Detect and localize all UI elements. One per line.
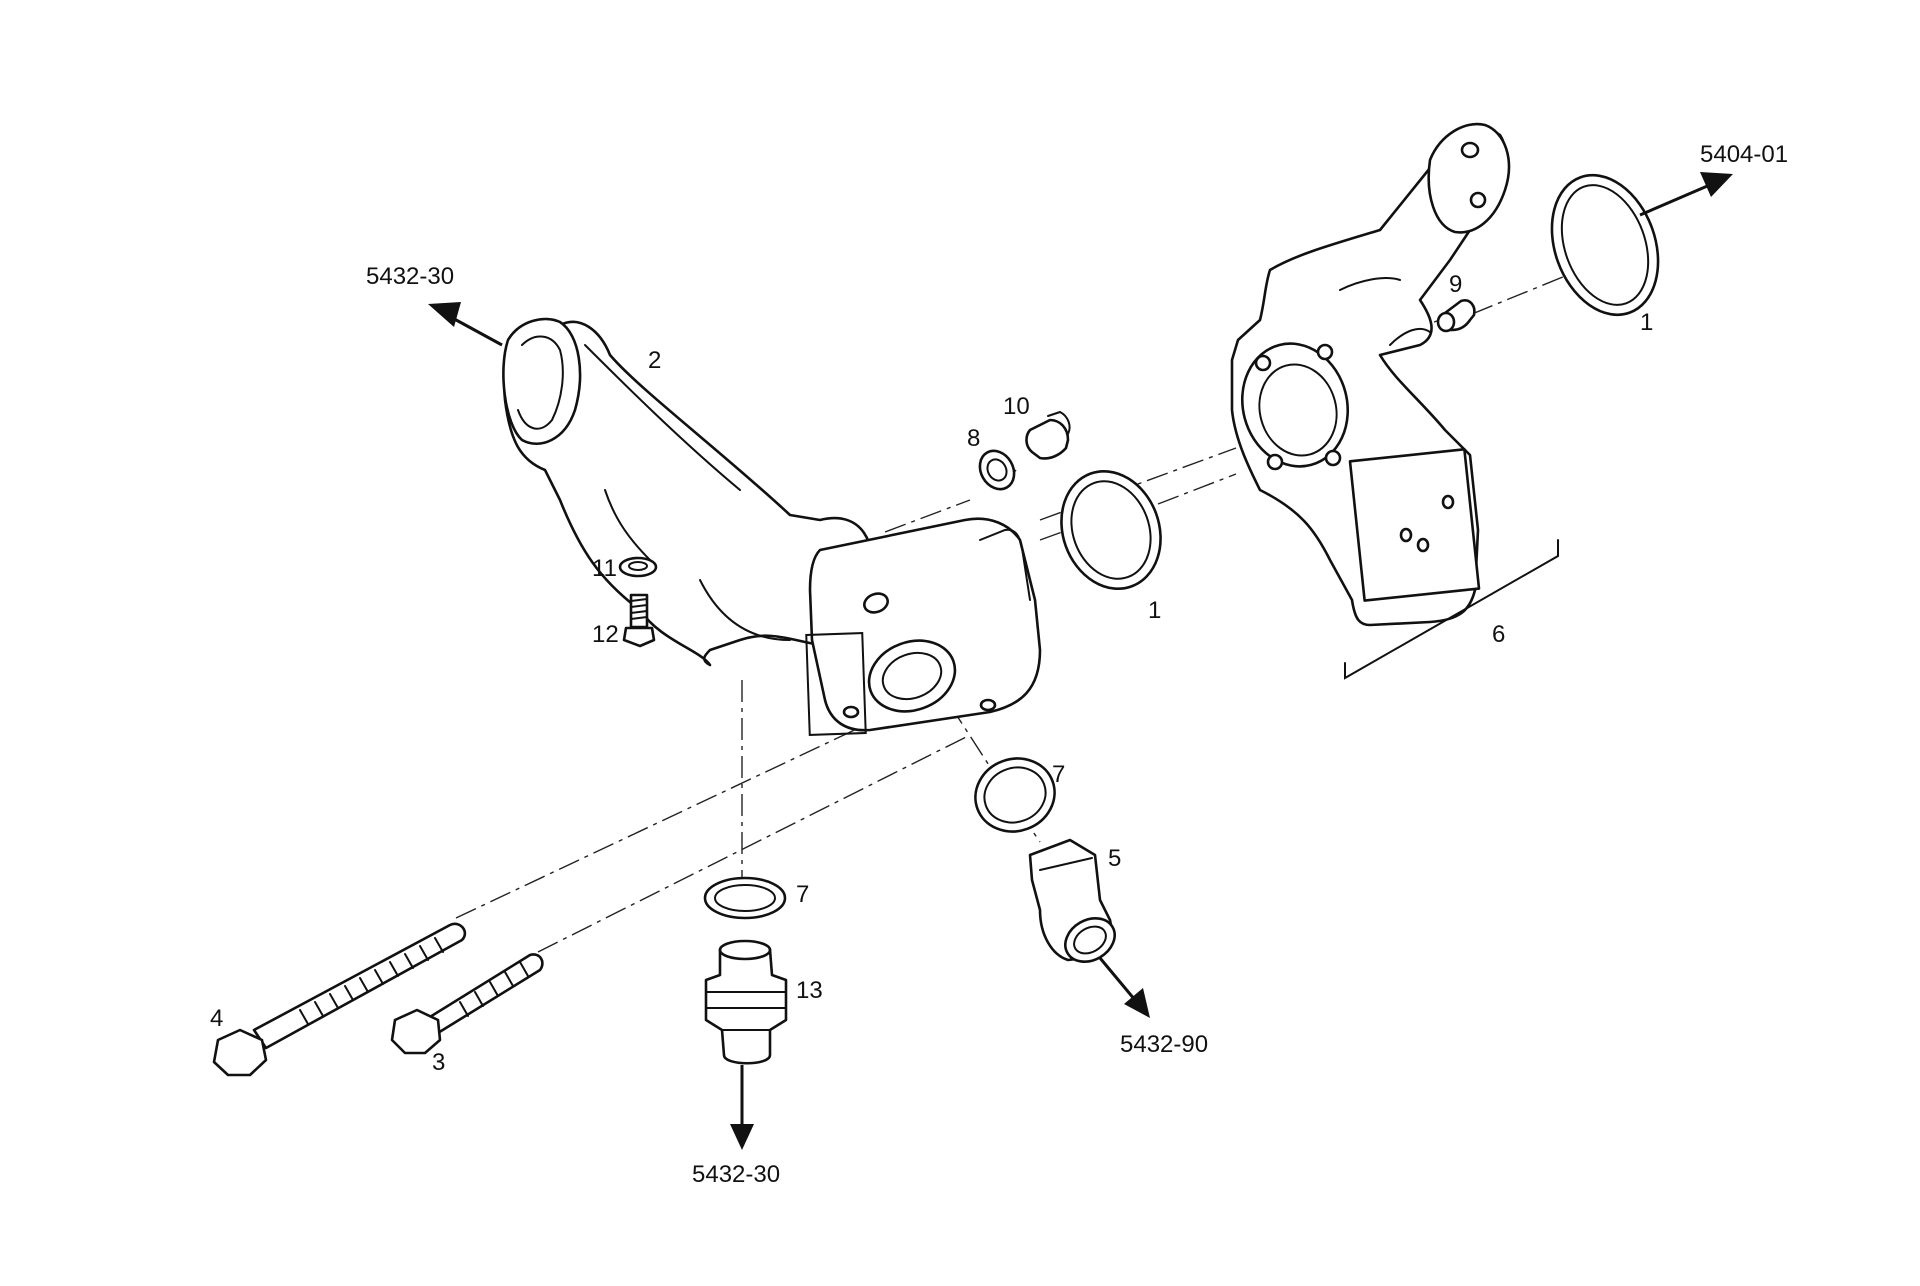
small-washer-part bbox=[618, 556, 658, 578]
housing-bracket-line bbox=[1344, 539, 1559, 680]
reference-5404-01: 5404-01 bbox=[1700, 141, 1788, 168]
seal-ring-mid-part bbox=[974, 757, 1056, 833]
callout-13: 13 bbox=[796, 977, 823, 1004]
sealing-washer-part bbox=[978, 449, 1016, 491]
angled-fitting-part bbox=[1028, 838, 1116, 963]
long-bolt-part bbox=[212, 922, 467, 1077]
dowel-pin-part bbox=[1436, 299, 1476, 333]
callout-2: 2 bbox=[648, 347, 661, 374]
hose-nipple-part bbox=[704, 939, 788, 1065]
short-bolt-part bbox=[390, 953, 544, 1055]
callout-11: 11 bbox=[592, 555, 617, 582]
reference-5432-30-bottom: 5432-30 bbox=[692, 1161, 780, 1188]
callout-7-mid: 7 bbox=[1052, 761, 1065, 788]
callout-9: 9 bbox=[1449, 271, 1462, 298]
callout-5: 5 bbox=[1108, 845, 1121, 872]
callout-12: 12 bbox=[592, 621, 619, 648]
callout-8: 8 bbox=[967, 425, 980, 452]
plug-part bbox=[1025, 410, 1071, 460]
reference-5432-30-top: 5432-30 bbox=[366, 263, 454, 290]
callout-6: 6 bbox=[1492, 621, 1505, 648]
callout-7-low: 7 bbox=[796, 881, 809, 908]
thermostat-housing-part bbox=[1230, 122, 1511, 627]
o-ring-right-part bbox=[1550, 173, 1660, 317]
o-ring-mid-part bbox=[1060, 469, 1162, 591]
callout-4: 4 bbox=[210, 1005, 223, 1032]
seal-ring-low-part bbox=[703, 876, 787, 920]
callout-10: 10 bbox=[1003, 393, 1030, 420]
small-screw-part bbox=[622, 593, 656, 648]
callout-3: 3 bbox=[432, 1049, 445, 1076]
callout-1-mid: 1 bbox=[1148, 597, 1161, 624]
callout-labels: 1 1 2 3 4 5 6 7 7 8 9 10 11 12 13 5404-0… bbox=[210, 141, 1788, 1188]
callout-1-right: 1 bbox=[1640, 309, 1653, 336]
reference-5432-90: 5432-90 bbox=[1120, 1031, 1208, 1058]
pipe-flange-part bbox=[805, 517, 1042, 736]
reference-arrows bbox=[428, 172, 1733, 1150]
coolant-pipe-part bbox=[502, 317, 874, 667]
